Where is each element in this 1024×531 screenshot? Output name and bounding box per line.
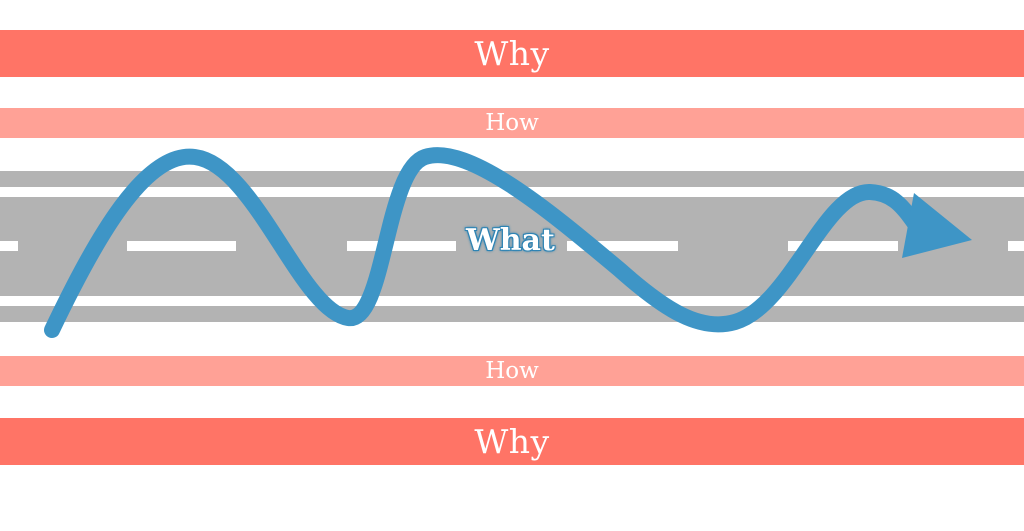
center-dash bbox=[347, 241, 456, 251]
center-dash bbox=[0, 241, 18, 251]
road-edge-line-bottom bbox=[0, 296, 1024, 306]
center-dash bbox=[567, 241, 678, 251]
how-label-top: How bbox=[485, 110, 539, 136]
what-label: What bbox=[466, 223, 555, 258]
center-dash bbox=[1008, 241, 1024, 251]
road-center-dashes bbox=[0, 241, 1024, 251]
why-band-bottom: Why bbox=[0, 418, 1024, 465]
winding-path bbox=[44, 147, 926, 338]
how-label-bottom: How bbox=[485, 358, 539, 384]
arrow-head bbox=[902, 193, 972, 258]
winding-arrow-icon bbox=[44, 147, 972, 338]
how-band-top: How bbox=[0, 108, 1024, 138]
why-band-top: Why bbox=[0, 30, 1024, 77]
center-dash bbox=[127, 241, 236, 251]
why-label-top: Why bbox=[474, 34, 550, 73]
why-label-bottom: Why bbox=[474, 422, 550, 461]
center-dash bbox=[788, 241, 898, 251]
how-band-bottom: How bbox=[0, 356, 1024, 386]
